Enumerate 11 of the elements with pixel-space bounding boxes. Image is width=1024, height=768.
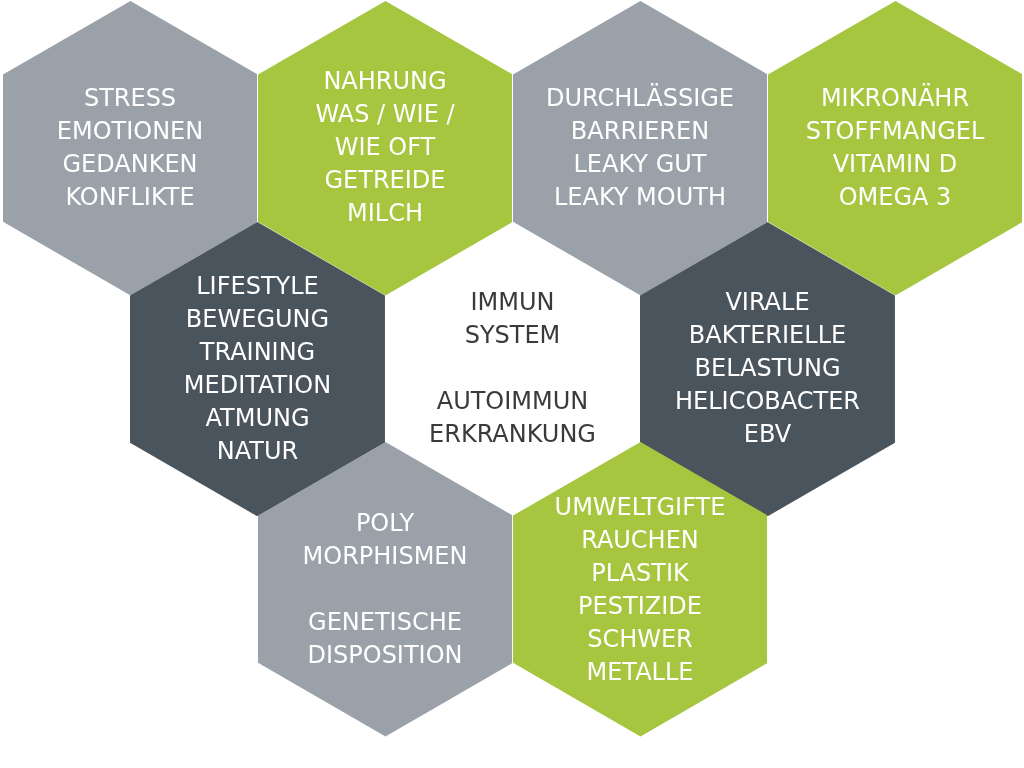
center-label: IMMUN SYSTEM xyxy=(464,287,561,352)
tile-text: STRESS EMOTIONEN GEDANKEN KONFLIKTE xyxy=(56,83,204,213)
tile-text: MIKRONÄHR STOFFMANGEL VITAMIN D OMEGA 3 xyxy=(804,82,986,213)
tile-text: UMWELTGIFTE RAUCHEN PLASTIK PESTIZIDE SCHWER METALLE xyxy=(554,491,726,688)
center-label: AUTOIMMUN ERKRANKUNG xyxy=(429,386,596,451)
tile-text: POLY MORPHISMEN xyxy=(302,508,468,573)
tile-text: LIFESTYLE BEWEGUNG TRAINING MEDITATION ATMUNG NATUR xyxy=(183,270,332,467)
tile-text: VIRALE BAKTERIELLE BELASTUNG HELICOBACTER EBV xyxy=(675,287,860,451)
tile-text: DURCHLÄSSIGE BARRIEREN LEAKY GUT LEAKY MOUTH xyxy=(545,82,735,213)
tile-text: NAHRUNG WAS / WIE / WIE OFT GETREIDE MILCH xyxy=(314,66,456,230)
tile-text: GENETISCHE DISPOSITION xyxy=(307,607,463,672)
